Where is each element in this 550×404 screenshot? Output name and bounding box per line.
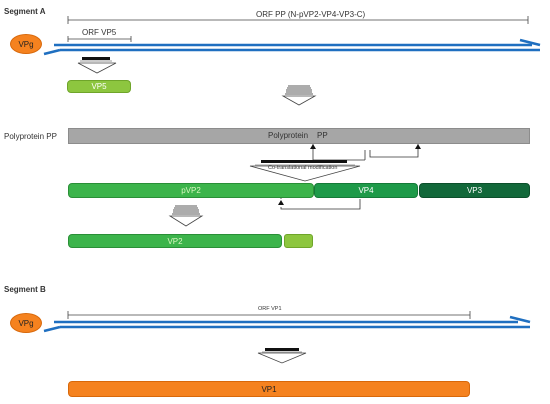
cleavage-arrows-pp xyxy=(312,147,419,161)
segment-a-vpg-label: VPg xyxy=(18,39,34,49)
orf-pp-label: ORF PP (N-pVP2-VP4-VP3-C) xyxy=(256,10,366,19)
cotranslational-arrow xyxy=(249,160,361,182)
segment-b-rna xyxy=(43,315,531,333)
orf-pp-bracket xyxy=(67,16,529,24)
vp3-label: VP3 xyxy=(466,186,483,195)
vp2-protein: VP2 xyxy=(68,234,282,248)
pvp2-cleavage-arrowhead xyxy=(278,200,284,205)
vp5-protein: VP5 xyxy=(67,80,131,93)
vp5-translation-arrow xyxy=(77,57,117,74)
polyprotein-bar xyxy=(68,128,530,144)
segment-b-vpg: VPg xyxy=(10,313,42,333)
vp5-label: VP5 xyxy=(91,82,107,91)
vp1-protein: VP1 xyxy=(68,381,470,397)
orf-vp5-label: ORF VP5 xyxy=(82,28,117,37)
vp2-label: VP2 xyxy=(167,236,183,246)
orf-vp1-label: ORF VP1 xyxy=(258,306,282,312)
pp-translation-arrow xyxy=(281,85,317,106)
cotranslational-label: Co-translational modification xyxy=(268,165,338,171)
pvp2-label: pVP2 xyxy=(181,186,201,195)
vp2-maturation-arrow xyxy=(168,205,204,227)
orf-vp5-bracket xyxy=(67,36,132,42)
pvp2-protein: pVP2 xyxy=(68,183,314,198)
orf-vp1-bracket xyxy=(67,311,471,319)
vp3-protein: VP3 xyxy=(419,183,530,198)
segment-b-vpg-label: VPg xyxy=(18,318,34,328)
cleavage-arrowhead-2 xyxy=(415,144,421,149)
vp1-label: VP1 xyxy=(261,384,277,394)
cleavage-arrowhead-1 xyxy=(310,144,316,149)
segment-a-vpg: VPg xyxy=(10,34,42,54)
cleaved-peptide xyxy=(284,234,313,248)
polyprotein-title: Polyprotein PP xyxy=(4,132,57,141)
segment-b-title: Segment B xyxy=(4,285,46,294)
vp4-label: VP4 xyxy=(358,186,374,195)
segment-a-title: Segment A xyxy=(4,7,46,16)
polyprotein-bar-label-left: Polyprotein xyxy=(268,131,309,140)
polyprotein-bar-label-right: PP xyxy=(317,131,328,140)
segment-a-rna xyxy=(43,38,541,56)
vp1-translation-arrow xyxy=(257,348,307,364)
vp4-protein: VP4 xyxy=(314,183,418,198)
